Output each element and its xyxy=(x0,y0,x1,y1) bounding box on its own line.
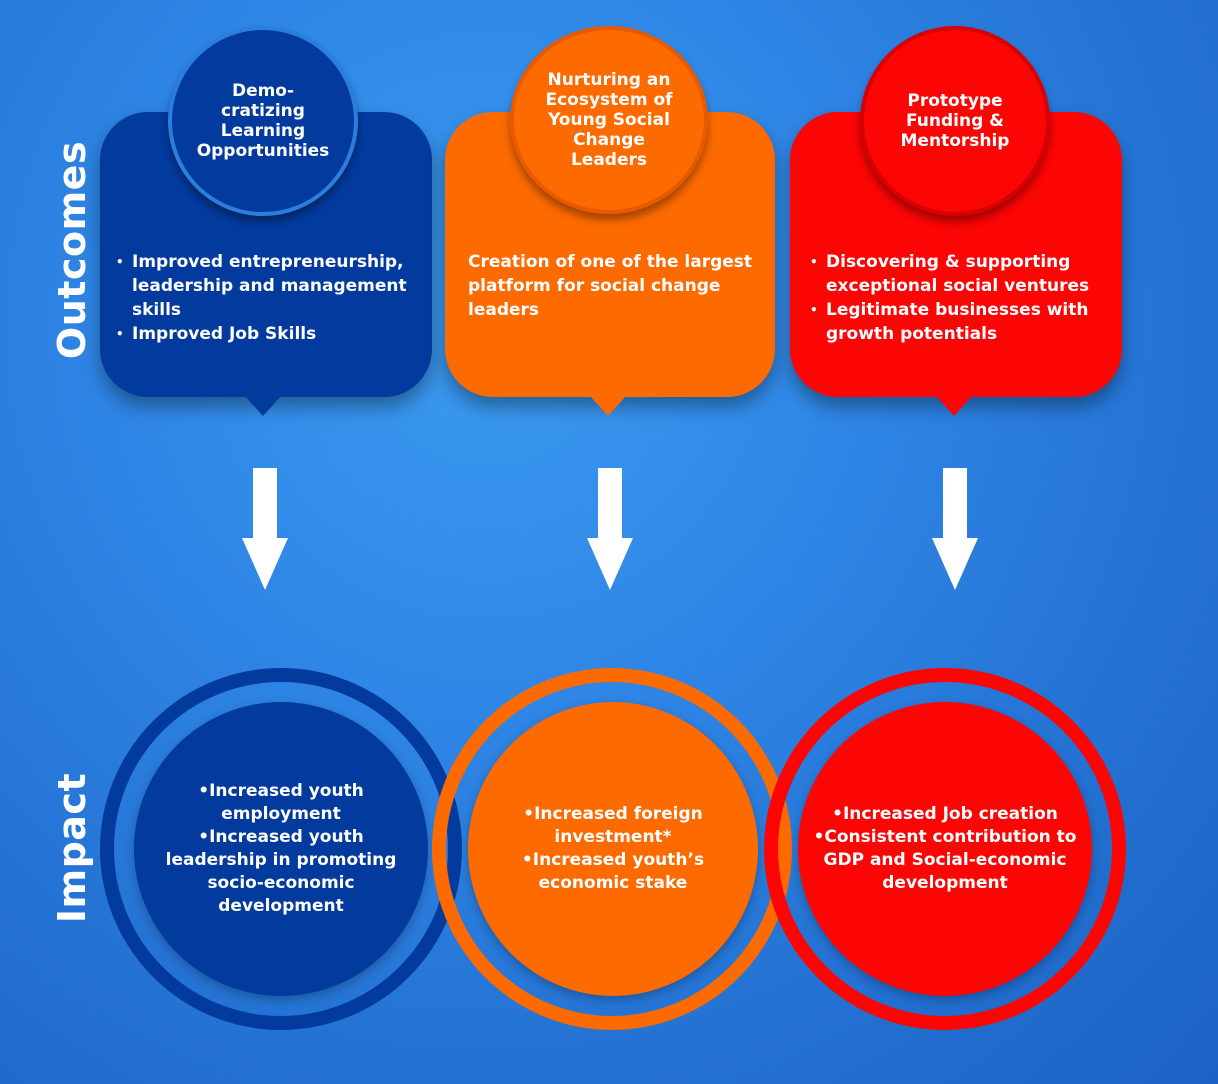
impact-list-item: •Consistent contribution to GDP and Soci… xyxy=(813,827,1077,893)
outcomes-label: Outcomes xyxy=(50,140,94,360)
impact-list-item: •Increased Job creation xyxy=(832,804,1058,824)
outcome-list-item: Legitimate businesses with growth potent… xyxy=(810,298,1115,346)
outcome-list: Discovering & supporting exceptional soc… xyxy=(810,250,1115,346)
outcome-card-pointer xyxy=(590,396,626,416)
down-arrow-icon xyxy=(932,468,978,590)
impact-list-item: •Increased foreign investment* xyxy=(523,804,703,847)
outcome-list-item: Discovering & supporting exceptional soc… xyxy=(810,250,1115,298)
down-arrow-icon xyxy=(587,468,633,590)
outcome-title-circle: Demo- cratizing Learning Opportunities xyxy=(168,26,358,216)
impact-list: •Increased youth employment •Increased y… xyxy=(156,780,406,918)
impact-list-item: •Increased youth leadership in promoting… xyxy=(165,827,397,916)
outcome-text: Creation of one of the largest platform … xyxy=(468,252,753,320)
outcome-title-circle: Prototype Funding & Mentorship xyxy=(860,26,1050,216)
impact-list: •Increased Job creation •Consistent cont… xyxy=(810,803,1080,895)
down-arrow-icon xyxy=(242,468,288,590)
impact-circle-jobs: •Increased Job creation •Consistent cont… xyxy=(798,702,1092,996)
outcome-title: Prototype Funding & Mentorship xyxy=(900,91,1010,151)
outcome-card-pointer xyxy=(936,396,972,416)
outcome-list-item: Improved Job Skills xyxy=(116,322,421,346)
impact-label: Impact xyxy=(50,772,94,924)
impact-circle-investment: •Increased foreign investment* •Increase… xyxy=(468,702,758,996)
outcome-list: Improved entrepreneurship, leadership an… xyxy=(116,250,421,346)
outcome-card-pointer xyxy=(245,396,281,416)
outcome-title: Nurturing an Ecosystem of Young Social C… xyxy=(545,70,673,170)
impact-list: •Increased foreign investment* •Increase… xyxy=(498,803,728,895)
outcome-title: Demo- cratizing Learning Opportunities xyxy=(196,81,330,161)
impact-list-item: •Increased youth employment xyxy=(198,781,364,824)
outcome-title-circle: Nurturing an Ecosystem of Young Social C… xyxy=(510,26,708,214)
impact-list-item: •Increased youth’s economic stake xyxy=(521,850,705,893)
impact-circle-youth: •Increased youth employment •Increased y… xyxy=(134,702,428,996)
outcome-list-item: Improved entrepreneurship, leadership an… xyxy=(116,250,421,322)
